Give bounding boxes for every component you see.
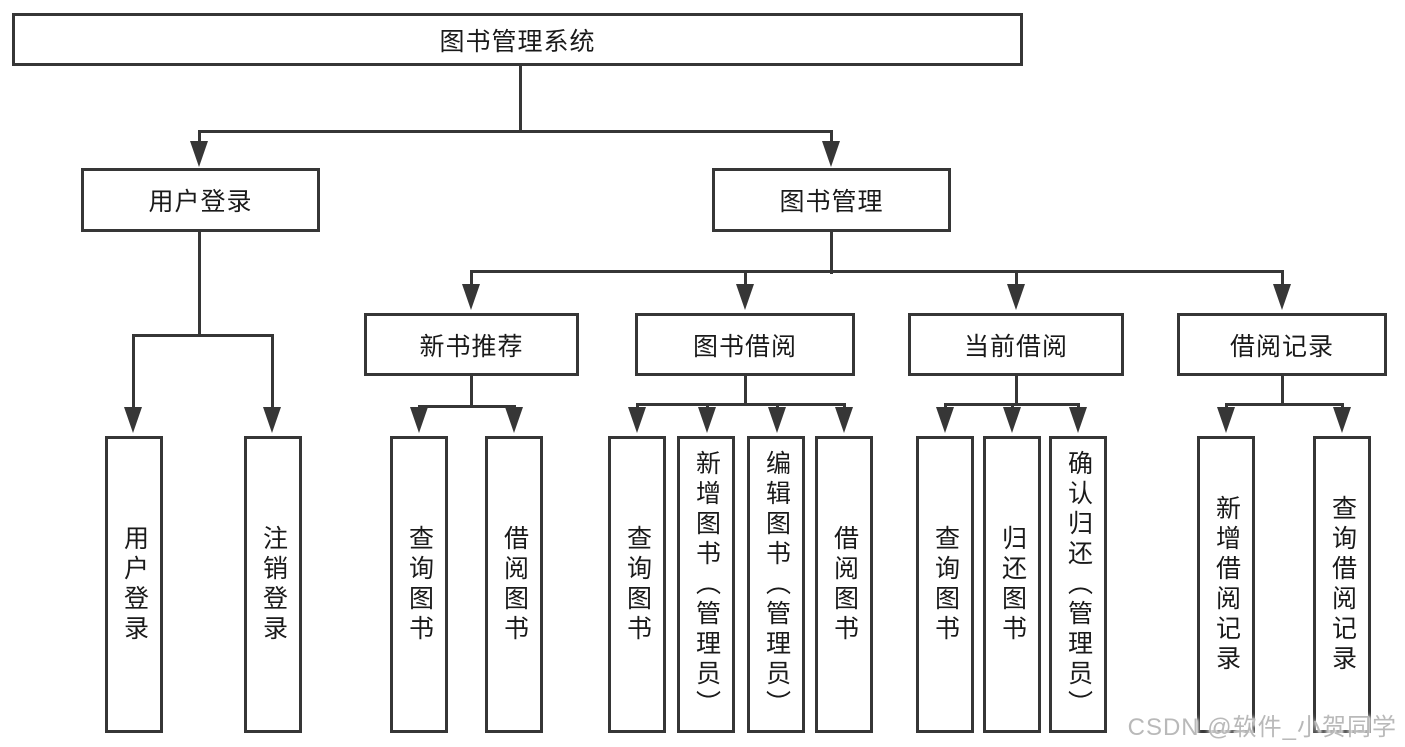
arrow-down-icon xyxy=(1333,407,1351,433)
connector-current-drop xyxy=(1015,270,1018,288)
node-leaf-borrow-books-recommend: 借阅图书 xyxy=(485,436,543,733)
arrow-down-icon xyxy=(822,141,840,167)
node-label: 注销登录 xyxy=(259,524,288,645)
node-leaf-add-borrow-record: 新增借阅记录 xyxy=(1197,436,1255,733)
node-label: 查询图书 xyxy=(623,524,652,645)
node-label: 借阅图书 xyxy=(500,524,529,645)
connector-borrow-stem xyxy=(744,374,747,406)
arrow-down-icon xyxy=(936,407,954,433)
node-label: 借阅图书 xyxy=(830,524,859,645)
arrow-down-icon xyxy=(124,407,142,433)
connector-login-drop xyxy=(198,130,201,146)
arrow-down-icon xyxy=(190,141,208,167)
node-library-system-root: 图书管理系统 xyxy=(12,13,1023,66)
connector-records-children-bar xyxy=(1225,403,1343,406)
connector-records-drop xyxy=(1281,270,1284,288)
node-leaf-query-borrow-record: 查询借阅记录 xyxy=(1313,436,1371,733)
node-label: 用户登录 xyxy=(120,524,149,645)
arrow-down-icon xyxy=(698,407,716,433)
node-leaf-add-books-admin: 新增图书（管理员） xyxy=(677,436,735,733)
node-current-borrowing: 当前借阅 xyxy=(908,313,1124,376)
node-borrowing-records: 借阅记录 xyxy=(1177,313,1387,376)
connector-borrow-children-bar xyxy=(636,403,845,406)
connector-login-children-bar xyxy=(132,334,274,337)
arrow-down-icon xyxy=(736,284,754,310)
arrow-down-icon xyxy=(1069,407,1087,433)
node-new-book-recommend: 新书推荐 xyxy=(364,313,579,376)
connector-current-stem xyxy=(1015,374,1018,406)
connector-borrow-drop xyxy=(744,270,747,288)
arrow-down-icon xyxy=(1217,407,1235,433)
node-leaf-borrow-books: 借阅图书 xyxy=(815,436,873,733)
connector-mgmt-drop xyxy=(830,130,833,146)
connector-level3-bar xyxy=(470,270,1284,273)
node-leaf-edit-books-admin: 编辑图书（管理员） xyxy=(747,436,805,733)
arrow-down-icon xyxy=(835,407,853,433)
arrow-down-icon xyxy=(1273,284,1291,310)
node-leaf-logout: 注销登录 xyxy=(244,436,302,733)
connector-level2-bar xyxy=(198,130,833,133)
arrow-down-icon xyxy=(628,407,646,433)
node-leaf-return-books: 归还图书 xyxy=(983,436,1041,733)
node-leaf-user-login: 用户登录 xyxy=(105,436,163,733)
node-user-login: 用户登录 xyxy=(81,168,320,232)
arrow-down-icon xyxy=(263,407,281,433)
connector-a1-drop xyxy=(132,334,135,410)
connector-rec-stem xyxy=(470,374,473,408)
connector-rec-drop xyxy=(470,270,473,288)
connector-records-stem xyxy=(1281,374,1284,406)
node-leaf-query-books-current: 查询图书 xyxy=(916,436,974,733)
arrow-down-icon xyxy=(1007,284,1025,310)
node-leaf-confirm-return-admin: 确认归还（管理员） xyxy=(1049,436,1107,733)
node-leaf-query-books-borrow: 查询图书 xyxy=(608,436,666,733)
connector-mgmt-stem xyxy=(830,230,833,274)
arrow-down-icon xyxy=(768,407,786,433)
connector-a2-drop xyxy=(271,334,274,410)
node-label: 编辑图书（管理员） xyxy=(762,449,791,720)
csdn-watermark: CSDN @软件_小贺同学 xyxy=(1127,714,1397,741)
arrow-down-icon xyxy=(462,284,480,310)
connector-login-stem xyxy=(198,230,201,337)
connector-rec-children-bar xyxy=(418,405,516,408)
arrow-down-icon xyxy=(505,407,523,433)
connector-root-stem xyxy=(519,65,522,133)
node-label: 新增借阅记录 xyxy=(1212,494,1241,675)
node-label: 新增图书（管理员） xyxy=(692,449,721,720)
node-leaf-query-books-recommend: 查询图书 xyxy=(390,436,448,733)
node-label: 查询图书 xyxy=(931,524,960,645)
node-book-management: 图书管理 xyxy=(712,168,951,232)
arrow-down-icon xyxy=(1003,407,1021,433)
node-book-borrowing: 图书借阅 xyxy=(635,313,855,376)
node-label: 确认归还（管理员） xyxy=(1064,449,1093,720)
arrow-down-icon xyxy=(410,407,428,433)
node-label: 归还图书 xyxy=(998,524,1027,645)
node-label: 查询图书 xyxy=(405,524,434,645)
node-label: 查询借阅记录 xyxy=(1328,494,1357,675)
